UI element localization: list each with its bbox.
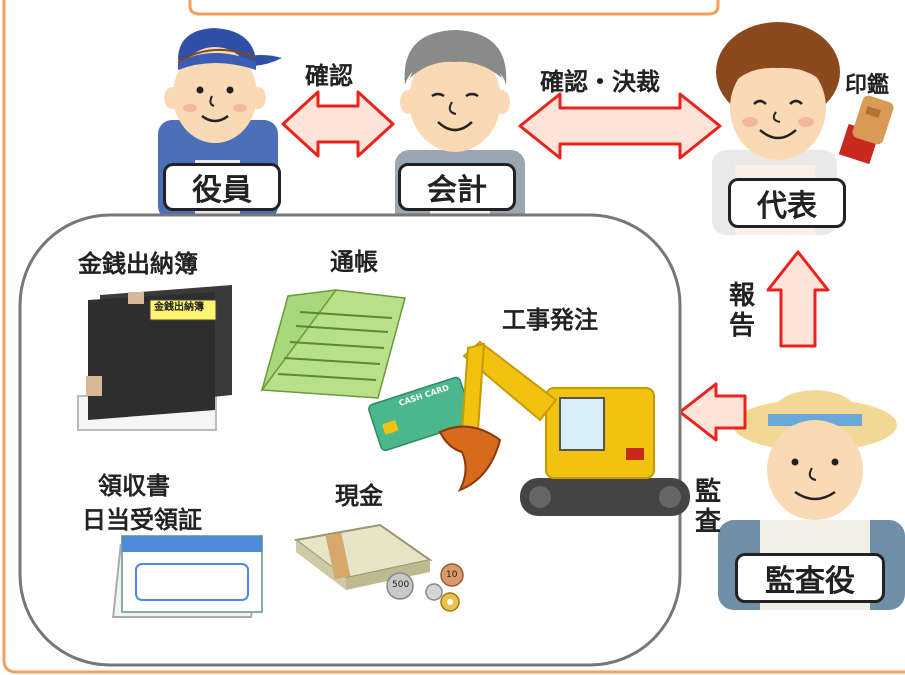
seal-label: 印鑑 [845, 73, 890, 98]
coin-10-text: 10 [446, 570, 458, 580]
officer-label: 役員 [163, 163, 281, 211]
construction-label: 工事発注 [502, 306, 598, 334]
report-char-1: 報 [728, 281, 755, 311]
passbook-label: 通帳 [330, 248, 378, 276]
receipts-label-line1: 領収書 [98, 472, 170, 500]
receipt-book-icon [112, 535, 263, 618]
top-tab-frame [188, 0, 720, 16]
representative-label: 代表 [728, 178, 846, 228]
arrow-officer-accountant [281, 90, 395, 158]
audit-char-1: 監 [694, 477, 721, 507]
receipts-label-line2: 日当受領証 [82, 506, 202, 534]
accountant-label: 会計 [398, 163, 516, 211]
passbook-icon [260, 289, 406, 399]
arrow-audit-left [678, 382, 747, 442]
cashbook-cover-text: 金銭出納簿 [154, 302, 204, 313]
report-char-2: 告 [728, 310, 755, 341]
cashbook-label: 金銭出納簿 [78, 250, 198, 278]
seal-stamp-icon [838, 95, 894, 165]
confirm-approve-label: 確認・決裁 [540, 68, 660, 96]
auditor-label: 監査役 [735, 553, 885, 603]
arrow-accountant-representative [518, 92, 722, 160]
audit-char-2: 査 [694, 506, 721, 537]
coin-500-text: 500 [392, 580, 410, 590]
cashbook-icon [77, 285, 232, 431]
arrow-report-up [766, 250, 830, 348]
report-label: 報 告 [727, 281, 757, 342]
confirm-label: 確認 [305, 62, 353, 90]
cash-label: 現金 [335, 482, 383, 510]
excavator-icon [438, 340, 690, 516]
cash-icon [293, 523, 464, 612]
audit-label: 監 査 [693, 477, 723, 538]
